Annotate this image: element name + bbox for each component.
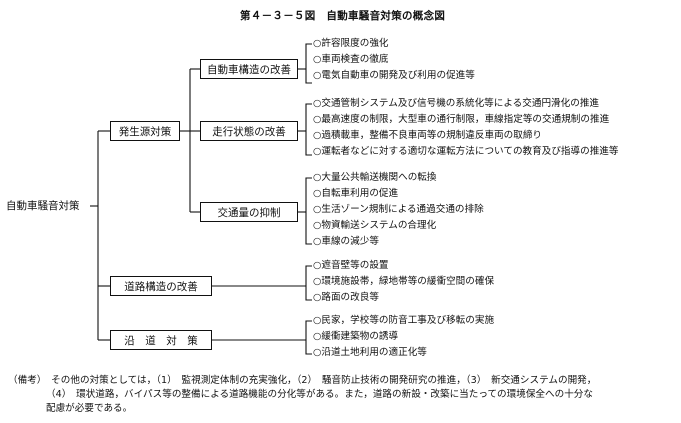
list-item: ○生活ゾーン規制による通過交通の排除	[313, 204, 484, 215]
list-item: ○路面の改良等	[313, 292, 379, 303]
node-driving-condition: 走行状態の改善	[200, 121, 298, 141]
node-traffic-volume: 交通量の抑制	[200, 202, 298, 222]
list-item: ○過積載車，整備不良車両等の規制違反車両の取締り	[313, 130, 543, 141]
node-vehicle-structure: 自動車構造の改善	[200, 59, 298, 79]
list-roadside-measures: ○民家，学校等の防音工事及び移転の実施 ○緩衝建築物の誘導 ○沿道土地利用の適正…	[313, 315, 673, 363]
node-roadside-measures: 沿 道 対 策	[110, 330, 212, 350]
list-item: ○最高速度の制限，大型車の通行制限，車線指定等の交通規制の推進	[313, 114, 610, 125]
node-road-structure: 道路構造の改善	[110, 276, 212, 296]
list-road-structure: ○遮音壁等の設置 ○環境施設帯，緑地帯等の緩衝空間の確保 ○路面の改良等	[313, 260, 673, 308]
list-item: ○運転者などに対する適切な運転方法についての教育及び指導の推進等	[313, 146, 619, 157]
list-item: ○車線の減少等	[313, 236, 379, 247]
list-item: ○民家，学校等の防音工事及び移転の実施	[313, 315, 495, 326]
list-vehicle-structure: ○許容限度の強化 ○車両検査の徹底 ○電気自動車の開発及び利用の促進等	[313, 38, 673, 88]
list-item: ○電気自動車の開発及び利用の促進等	[313, 70, 475, 81]
list-item: ○環境施設帯，緑地帯等の緩衝空間の確保	[313, 276, 495, 287]
list-item: ○遮音壁等の設置	[313, 260, 389, 271]
list-item: ○緩衝建築物の誘導	[313, 331, 399, 342]
list-item: ○車両検査の徹底	[313, 54, 389, 65]
list-item: ○沿道土地利用の適正化等	[313, 347, 427, 358]
note-line-3: 配慮が必要である。	[46, 403, 133, 414]
list-traffic-volume: ○大量公共輸送機関への転換 ○自転車利用の促進 ○生活ゾーン規制による通過交通の…	[313, 172, 673, 252]
diagram-title: 第４－３－５図 自動車騒音対策の概念図	[240, 10, 446, 22]
root-node: 自動車騒音対策	[6, 200, 80, 212]
list-item: ○許容限度の強化	[313, 38, 389, 49]
list-item: ○物資輸送システムの合理化	[313, 220, 437, 231]
list-driving-condition: ○交通管制システム及び信号機の系統化等による交通円滑化の推進 ○最高速度の制限，…	[313, 98, 673, 162]
note-line-1: （備考） その他の対策としては，（1） 監視測定体制の充実強化，（2） 騒音防止…	[8, 375, 597, 386]
node-source-measures: 発生源対策	[110, 121, 180, 141]
list-item: ○大量公共輸送機関への転換	[313, 172, 437, 183]
list-item: ○交通管制システム及び信号機の系統化等による交通円滑化の推進	[313, 98, 600, 109]
note-line-2: （4） 環状道路，バイパス等の整備による道路機能の分化等がある。また，道路の新設…	[46, 389, 593, 400]
list-item: ○自転車利用の促進	[313, 188, 399, 199]
